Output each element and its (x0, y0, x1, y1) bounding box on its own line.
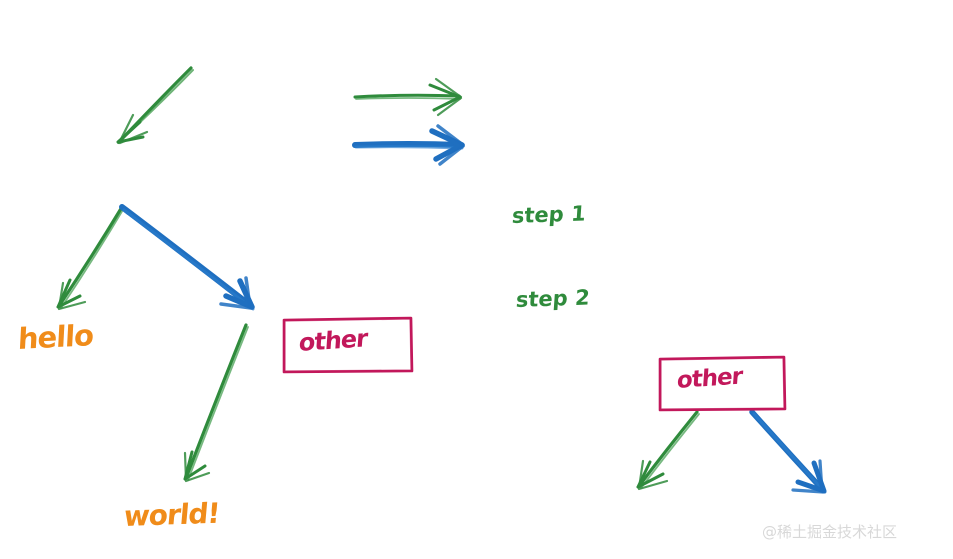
watermark-text: @稀土掘金技术社区 (762, 523, 898, 541)
label-step-1: step 1 (511, 201, 587, 229)
arrow-green-incoming-top (116, 66, 194, 145)
arrow-blue-to-other-center (119, 204, 255, 311)
label-other-center: other (298, 324, 368, 358)
other-box-right[interactable] (658, 355, 787, 412)
other-box-center[interactable] (282, 316, 414, 374)
legend-arrow-blue (352, 124, 465, 166)
label-world: world! (122, 496, 221, 534)
legend-arrow-green (353, 77, 463, 117)
arrow-green-to-hello (56, 205, 125, 311)
arrow-green-from-other-right (636, 410, 700, 491)
arrow-blue-from-other-right (749, 409, 827, 494)
label-other-right: other (676, 363, 743, 395)
label-hello: hello (17, 317, 94, 357)
arrow-green-to-world (183, 323, 249, 483)
label-step-2: step 2 (515, 285, 591, 313)
